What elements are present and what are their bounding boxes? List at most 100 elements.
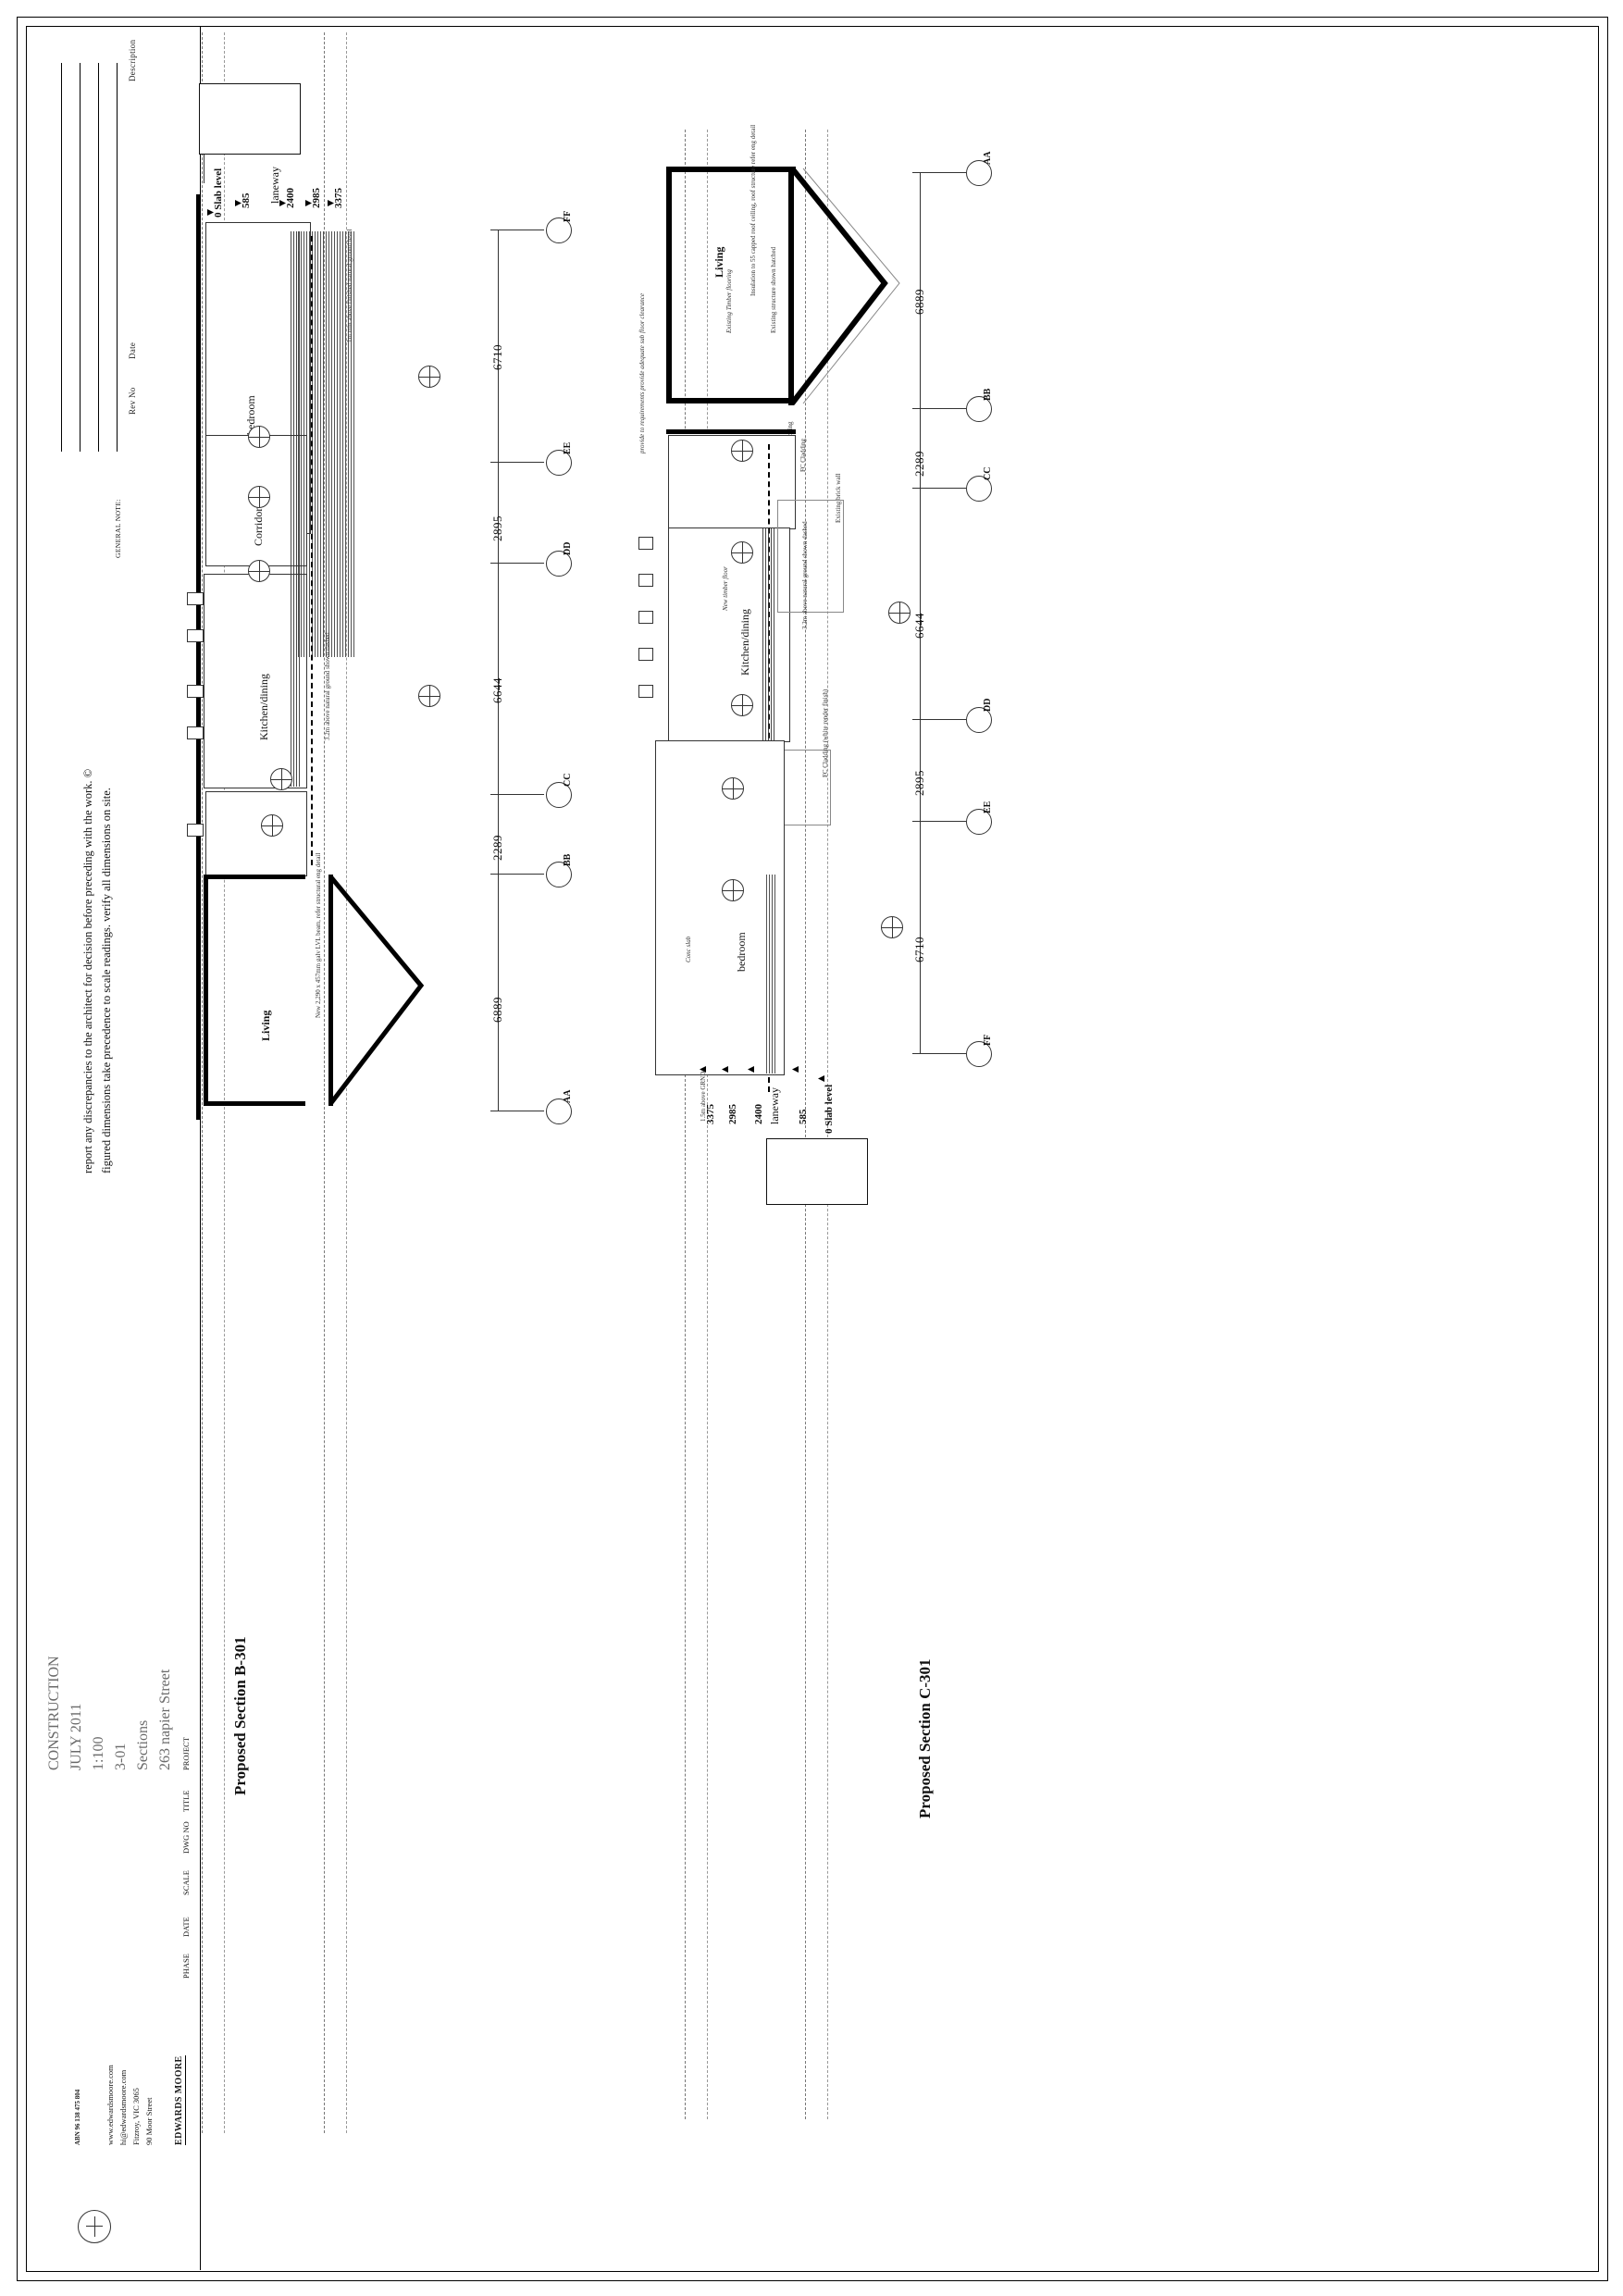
grid-bubble-c-aa[interactable]: AA — [966, 152, 993, 186]
grid-bubble-c-ff[interactable]: FF — [966, 1035, 993, 1067]
grid-bubble-c-ee[interactable]: EE — [966, 801, 993, 835]
dim-b-2289: 2289 — [490, 835, 504, 861]
level-c-2400-arrow — [748, 1066, 754, 1073]
c-opening-5 — [638, 685, 653, 698]
grid-bubble-b-dd[interactable]: DD — [546, 542, 573, 577]
level-b-slab: 0 Slab level — [213, 168, 224, 217]
grid-tick-c-ff — [912, 1053, 966, 1054]
grid-tick-c-dd — [912, 719, 966, 720]
value-title: Sections — [135, 1719, 151, 1770]
detail-marker-b-1[interactable] — [418, 366, 440, 388]
level-b-2985: 2985 — [311, 188, 322, 208]
grid-tick-b-ee — [490, 462, 544, 463]
practice-address-line-1: 90 Moor Street — [144, 2097, 154, 2145]
revision-col-rule-2 — [80, 63, 81, 452]
b-opening-1 — [187, 592, 204, 605]
level-c-585: 585 — [798, 1110, 809, 1125]
level-c-slab-text: 0 Slab level — [824, 1084, 835, 1134]
b-roof-batten-hatch — [291, 231, 300, 787]
revision-date-label: Date — [128, 341, 137, 359]
c-living-bottom-plate — [666, 398, 796, 403]
title-block: Description Date Rev No GENERAL NOTE: fi… — [26, 26, 201, 2270]
b-roof-hatch — [298, 231, 355, 657]
b-living-bottom-plate — [204, 1101, 305, 1106]
practice-name: EDWARDS MOORE — [174, 2055, 186, 2145]
c-existing-brick-box — [777, 500, 844, 613]
b-living-top-plate — [204, 875, 305, 879]
c-living-left-plate — [666, 167, 796, 172]
detail-marker-b-6[interactable] — [270, 768, 292, 790]
revision-description-label: Description — [128, 39, 137, 81]
detail-marker-b-3[interactable] — [248, 426, 270, 448]
note-c-above-grnd: 1.5m above GRND — [700, 1071, 707, 1122]
b-outer-wall-upper — [196, 194, 201, 1120]
dim-b-6710: 6710 — [490, 344, 504, 370]
detail-marker-c-2[interactable] — [731, 541, 753, 564]
room-c-living: Living — [712, 246, 725, 278]
drawing-section-c-301: Proposed Section C-301 Living Existing T… — [638, 37, 1573, 2119]
detail-marker-b-7[interactable] — [261, 814, 283, 837]
b-opening-5 — [187, 824, 204, 837]
c-living-roof-gable — [789, 167, 900, 405]
revision-col-rule-4 — [117, 63, 118, 452]
level-c-slab-arrow — [818, 1075, 824, 1082]
c-opening-3 — [638, 611, 653, 624]
level-b-slab-arrow — [207, 209, 214, 216]
level-b-585-text: 585 — [241, 192, 252, 209]
detail-marker-c-7[interactable] — [881, 916, 903, 938]
detail-marker-b-2[interactable] — [418, 685, 440, 707]
grid-tick-c-aa — [912, 172, 966, 173]
room-b-living: Living — [259, 1010, 272, 1041]
grid-tick-b-bb — [490, 874, 544, 875]
c-opening-2 — [638, 574, 653, 587]
note-c-new-timber-floor: New timber floor — [722, 566, 729, 611]
level-b-3375: 3375 — [333, 188, 344, 208]
value-scale: 1:100 — [91, 1736, 106, 1770]
grid-bubble-c-cc[interactable]: CC — [966, 467, 993, 502]
c-opening-4 — [638, 648, 653, 661]
room-outline-kitchen-b — [204, 574, 307, 788]
label-phase: PHASE — [181, 1954, 191, 1979]
grid-bubble-c-bb[interactable]: BB — [966, 389, 993, 422]
detail-marker-c-6[interactable] — [888, 602, 911, 624]
detail-marker-b-4[interactable] — [248, 486, 270, 508]
grid-bubble-b-ff[interactable]: FF — [546, 211, 573, 243]
detail-marker-c-1[interactable] — [731, 440, 753, 462]
note-c-subfloor: provide to requirements provide adequate… — [638, 293, 646, 453]
c-cladding-hatch — [762, 527, 775, 740]
level-b-3375-arrow — [328, 200, 334, 206]
grid-line-c-2 — [707, 130, 708, 2119]
grid-bubble-c-dd[interactable]: DD — [966, 699, 993, 733]
note-c-fc-render: FC Cladding (white render finish) — [822, 689, 829, 777]
grid-bubble-b-aa[interactable]: AA — [546, 1090, 573, 1124]
level-c-585-arrow — [792, 1066, 799, 1073]
grid-bubble-b-ee[interactable]: EE — [546, 442, 573, 476]
c-bottom-box — [766, 1138, 868, 1205]
grid-bubble-b-bb[interactable]: BB — [546, 854, 573, 887]
grid-line-c-4 — [827, 130, 828, 2119]
note-c-conc-slab: Conc slab — [685, 936, 692, 962]
detail-marker-b-5[interactable] — [248, 560, 270, 582]
room-outline-b-lower — [205, 791, 307, 876]
grid-tick-b-dd — [490, 563, 544, 564]
grid-line-c-1 — [685, 130, 686, 2119]
dim-c-6889: 6889 — [912, 289, 926, 315]
b-opening-3 — [187, 685, 204, 698]
detail-marker-c-4[interactable] — [722, 777, 744, 800]
dim-c-2289: 2289 — [912, 451, 926, 477]
grid-bubble-b-cc[interactable]: CC — [546, 774, 573, 808]
label-title: TITLE — [181, 1790, 191, 1812]
b-top-box — [199, 83, 301, 155]
c-mid-plate — [666, 429, 796, 434]
practice-email: hi@edwardsmoore.com — [118, 2069, 128, 2145]
revision-col-rule-1 — [61, 63, 62, 452]
detail-marker-c-3[interactable] — [731, 694, 753, 716]
detail-marker-c-5[interactable] — [722, 879, 744, 901]
room-outline-bedroom-c — [655, 740, 785, 1075]
level-c-2400-text: 2400 — [753, 1104, 764, 1124]
practice-address-line-2: Fitzroy, VIC 3065 — [131, 2088, 141, 2145]
grid-line-c-3 — [805, 130, 806, 2119]
dim-b-2895: 2895 — [490, 515, 504, 541]
level-c-585-text: 585 — [798, 1109, 809, 1125]
